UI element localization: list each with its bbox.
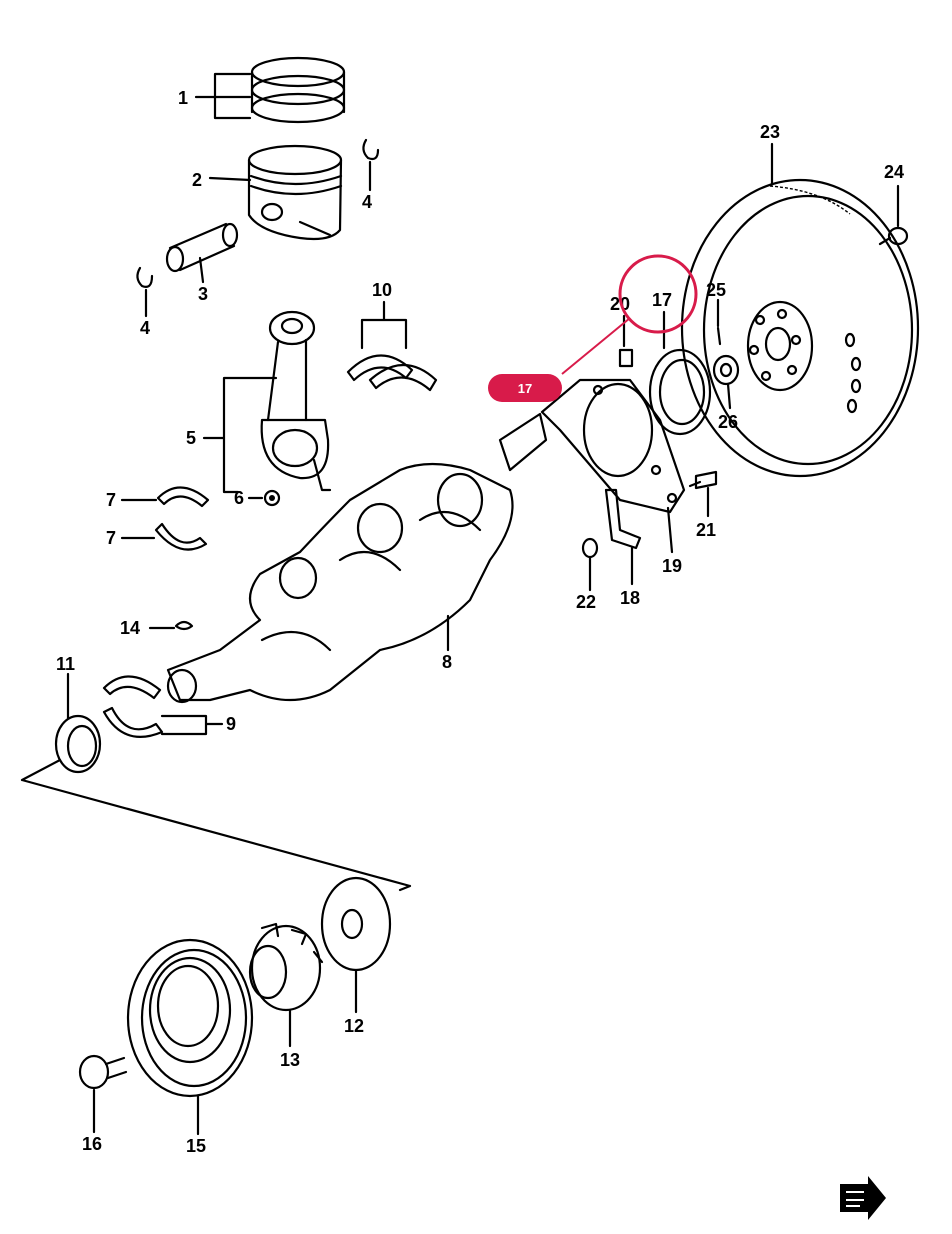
crankshaft[interactable] xyxy=(166,462,514,704)
part-label-3[interactable]: 3 xyxy=(198,284,208,304)
piston-pin[interactable] xyxy=(165,222,239,273)
leader-19 xyxy=(666,506,674,554)
front-oil-seal[interactable] xyxy=(54,714,102,774)
front-assembly-bracket xyxy=(20,758,412,892)
part-label-14[interactable]: 14 xyxy=(120,618,140,638)
circlip-upper[interactable] xyxy=(362,138,380,161)
part-label-13[interactable]: 13 xyxy=(280,1050,300,1070)
rod-bearing-lower[interactable] xyxy=(154,522,208,551)
woodruff-key[interactable] xyxy=(174,620,194,631)
leader-9 xyxy=(160,714,224,736)
part-label-1[interactable]: 1 xyxy=(178,88,188,108)
rod-nut[interactable] xyxy=(263,489,281,507)
part-label-22[interactable]: 22 xyxy=(576,592,596,612)
part-label-7-upper[interactable]: 7 xyxy=(106,490,116,510)
part-label-5[interactable]: 5 xyxy=(186,428,196,448)
part-label-19[interactable]: 19 xyxy=(662,556,682,576)
part-label-8[interactable]: 8 xyxy=(442,652,452,672)
dowel-pin[interactable] xyxy=(581,537,599,559)
main-bearing-upper[interactable] xyxy=(102,675,162,700)
callout-badge-17[interactable]: 17 xyxy=(488,374,562,402)
part-label-6[interactable]: 6 xyxy=(234,488,244,508)
oil-seal-housing[interactable] xyxy=(498,378,686,514)
crankshaft-pulley[interactable] xyxy=(126,938,254,1098)
timing-gear[interactable] xyxy=(248,922,324,1012)
leader-1 xyxy=(194,72,252,120)
part-label-16[interactable]: 16 xyxy=(82,1134,102,1154)
part-label-26[interactable]: 26 xyxy=(718,412,738,432)
leader-7 xyxy=(120,498,158,540)
leader-3 xyxy=(198,256,205,284)
leader-2 xyxy=(208,176,252,182)
connecting-rod[interactable] xyxy=(260,310,332,492)
leader-26 xyxy=(726,382,732,410)
piston[interactable] xyxy=(247,144,343,241)
forward-arrow-icon[interactable] xyxy=(840,1176,886,1220)
pilot-bearing[interactable] xyxy=(712,354,740,386)
thrust-washer[interactable] xyxy=(320,876,392,972)
part-label-10[interactable]: 10 xyxy=(372,280,392,300)
part-label-2[interactable]: 2 xyxy=(192,170,202,190)
circlip-lower[interactable] xyxy=(136,266,154,288)
part-label-7-lower[interactable]: 7 xyxy=(106,528,116,548)
rod-bearing-upper[interactable] xyxy=(156,486,210,508)
part-label-18[interactable]: 18 xyxy=(620,588,640,608)
part-label-21[interactable]: 21 xyxy=(696,520,716,540)
part-label-23[interactable]: 23 xyxy=(760,122,780,142)
main-bearing-set-upper[interactable] xyxy=(346,354,438,392)
part-label-24[interactable]: 24 xyxy=(884,162,904,182)
leader-10 xyxy=(360,300,408,350)
plate-bolt[interactable] xyxy=(688,470,718,490)
piston-rings[interactable] xyxy=(250,56,346,124)
highlight-ring xyxy=(561,254,698,375)
part-label-9[interactable]: 9 xyxy=(226,714,236,734)
part-label-4-upper[interactable]: 4 xyxy=(362,192,372,212)
leader-5 xyxy=(202,376,278,494)
housing-bolt[interactable] xyxy=(618,348,634,368)
part-label-11[interactable]: 11 xyxy=(56,654,75,674)
flywheel[interactable] xyxy=(680,178,920,478)
main-bearing-lower[interactable] xyxy=(102,706,164,738)
part-label-12[interactable]: 12 xyxy=(344,1016,364,1036)
flywheel-bolt[interactable] xyxy=(878,226,909,246)
part-label-4-lower[interactable]: 4 xyxy=(140,318,150,338)
rear-oil-seal[interactable] xyxy=(648,348,712,436)
pulley-bolt[interactable] xyxy=(78,1054,128,1090)
flywheel-pin[interactable] xyxy=(716,326,722,346)
part-label-25[interactable]: 25 xyxy=(706,280,726,300)
part-label-15[interactable]: 15 xyxy=(186,1136,206,1156)
part-label-17[interactable]: 17 xyxy=(652,290,672,310)
rear-plate[interactable] xyxy=(604,488,642,550)
